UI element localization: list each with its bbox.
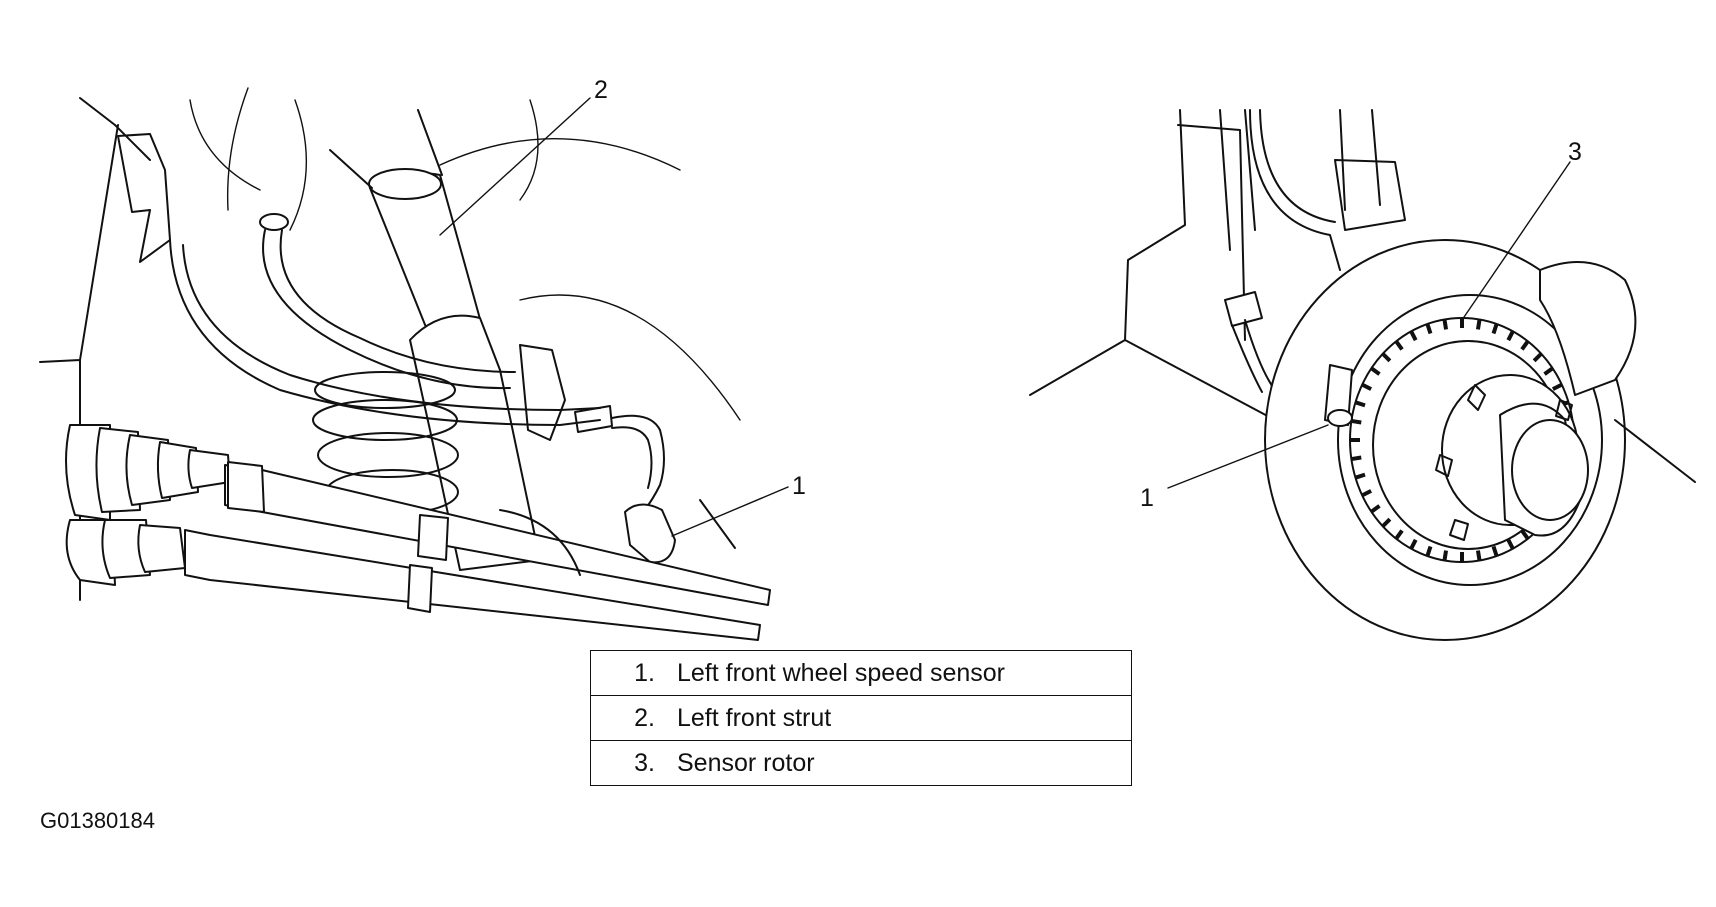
hose-fitting <box>259 213 289 231</box>
wheel-arch <box>439 138 741 421</box>
sensor-rotor-tooth <box>1370 504 1381 514</box>
sensor-rotor-tooth <box>1520 529 1530 540</box>
tierod <box>499 509 581 576</box>
sensor-rotor-tooth <box>1506 330 1515 342</box>
brake-hose-upper <box>262 229 511 390</box>
sensor-rotor-tooth <box>1506 538 1515 550</box>
strut-top <box>368 168 442 200</box>
sensor-rotor-tooth <box>1351 418 1362 425</box>
sensor-rotor-tooth <box>1409 330 1418 342</box>
leader-right-1 <box>1167 424 1329 489</box>
legend-number: 2. <box>634 703 655 732</box>
callout-left-2: 2 <box>594 76 608 104</box>
shaft-collar-2 <box>407 564 433 613</box>
hub-cap-face <box>1511 419 1589 521</box>
wheel-stud-1 <box>1467 384 1486 411</box>
strut-clamp <box>519 344 566 441</box>
sensor-rotor-tooth <box>1425 323 1433 335</box>
sensor-wire <box>611 414 665 516</box>
cv-boot <box>65 424 231 586</box>
sensor-rotor-tooth <box>1409 538 1418 550</box>
brake-line-2 <box>182 244 601 411</box>
strut-clamp-right <box>1334 159 1406 231</box>
brake-caliper <box>1539 261 1637 396</box>
callout-left-1: 1 <box>792 472 806 500</box>
left-view: 2 1 <box>39 76 806 641</box>
sensor-wire-2 <box>611 426 653 489</box>
sensor-rotor-tooth <box>1491 323 1499 335</box>
leader-right-3 <box>1461 161 1571 321</box>
sensor-connector <box>574 405 613 433</box>
sensor-rotor-tooth <box>1442 319 1449 330</box>
legend-label: Left front wheel speed sensor <box>677 658 1005 687</box>
figure-code: G01380184 <box>40 808 155 833</box>
right-view: 3 1 <box>1029 109 1696 641</box>
sensor-rotor-tooth <box>1520 340 1530 351</box>
wheel-stud-4 <box>1449 519 1469 541</box>
sensor-rotor-tooth <box>1551 382 1563 391</box>
sensor-rotor-tooth <box>1532 352 1543 363</box>
leader-left-1 <box>671 486 789 537</box>
sensor-rotor-tooth <box>1491 545 1499 557</box>
wheel-speed-sensor <box>624 503 676 564</box>
callout-right-1: 1 <box>1140 484 1154 512</box>
shaft-joint <box>227 461 265 513</box>
sensor-rotor-tooth <box>1394 340 1404 351</box>
legend-table: 1. Left front wheel speed sensor 2. Left… <box>590 650 1132 786</box>
sensor-rotor-tooth <box>1351 455 1362 462</box>
caliper-line <box>1614 419 1696 483</box>
sensor-rotor-tooth <box>1354 472 1366 480</box>
frame-outline-right <box>1029 109 1276 421</box>
sensor-rotor-tooth <box>1543 366 1554 376</box>
sensor-rotor-tooth <box>1354 400 1366 408</box>
sensor-rotor-tooth <box>1381 517 1392 528</box>
sensor-rotor-tooth <box>1442 550 1449 561</box>
legend-row: 1. Left front wheel speed sensor <box>591 651 1131 695</box>
leader-left-2 <box>439 97 591 236</box>
sensor-rotor-tooth <box>1361 489 1373 498</box>
legend-label: Left front strut <box>677 703 832 732</box>
wheel-stud-3 <box>1435 454 1453 477</box>
frame-detail <box>189 87 307 231</box>
legend-row: 2. Left front strut <box>591 695 1131 740</box>
brake-line <box>169 239 601 426</box>
knuckle-line <box>699 499 736 549</box>
legend-row: 3. Sensor rotor <box>591 740 1131 785</box>
sensor-rotor-tooth <box>1370 366 1381 376</box>
hose-right <box>1249 109 1341 271</box>
wheel-stud-2 <box>1555 399 1573 421</box>
rotor-inner-face <box>1337 294 1603 586</box>
shaft-collar-1 <box>417 514 449 561</box>
sensor-rotor-tooth <box>1475 550 1482 561</box>
strut-lines-right <box>1219 109 1381 251</box>
sensor-rotor-tooth <box>1425 545 1433 557</box>
legend-number: 3. <box>634 748 655 777</box>
sensor-rotor-tooth <box>1381 352 1392 363</box>
inner-curve <box>519 99 539 201</box>
sensor-rotor-tooth <box>1361 382 1373 391</box>
legend-label: Sensor rotor <box>677 748 815 777</box>
hose-fitting-right <box>1224 291 1263 327</box>
callout-right-3: 3 <box>1568 138 1582 166</box>
sensor-tip-right <box>1327 409 1353 427</box>
brake-hose-upper-2 <box>279 229 516 373</box>
legend-number: 1. <box>634 658 655 687</box>
sensor-rotor-tooth <box>1475 319 1482 330</box>
hose-lower-right <box>1231 319 1276 393</box>
bracket <box>117 133 171 263</box>
drive-shaft-lower <box>184 529 761 641</box>
strut-rod <box>329 109 443 189</box>
sensor-rotor-tooth <box>1394 529 1404 540</box>
